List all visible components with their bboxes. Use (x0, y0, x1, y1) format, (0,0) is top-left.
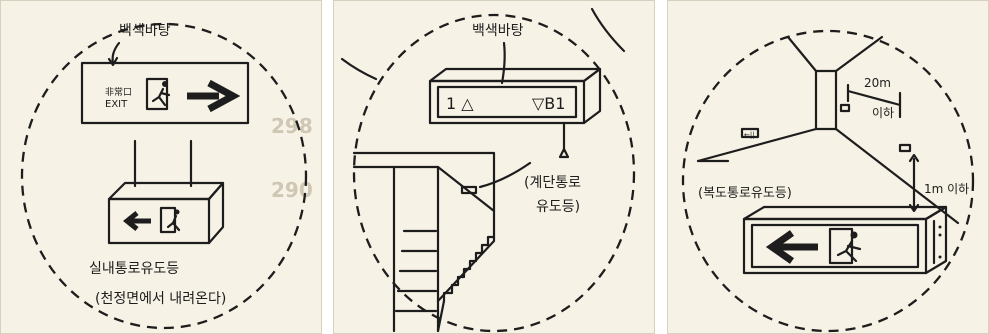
stairwell-drawing (352, 151, 496, 333)
hanging-sign-box (107, 181, 225, 245)
label-height: 1m 이하 (924, 182, 969, 196)
wall-sign-text: ←|| (744, 131, 755, 139)
sign-small-text: 非常口 (105, 86, 132, 98)
caption-line-2: (천정면에서 내려온다) (95, 291, 226, 307)
exit-sign-box (80, 61, 250, 125)
panel-corridor-passage-light: ←|| 20m 이하 1m 이하 (복도통로유도등) (667, 0, 989, 334)
panel-indoor-passage-light: 298 290 백색바탕 非常口 EXIT (0, 0, 322, 334)
leader-arrow (111, 41, 121, 65)
leader-line (478, 161, 532, 189)
corridor-light-box (742, 205, 948, 275)
dashed-circle (352, 13, 636, 333)
arrow-right-icon (187, 79, 241, 113)
sign-floor-down: ▽B1 (532, 94, 565, 113)
caption-line-2: 유도등) (536, 199, 580, 215)
leader-line (500, 41, 506, 85)
dashed-circle (20, 22, 308, 330)
corner-stroke (340, 57, 378, 81)
pendant-icon (558, 147, 570, 159)
panel-stair-passage-light: 백색바탕 1 △ ▽B1 (333, 0, 655, 334)
stair-sign-box (428, 67, 602, 125)
leader-arrow-head (107, 56, 119, 67)
dashed-circle (681, 29, 975, 333)
running-man-door-icon (145, 77, 171, 111)
label-white-background: 백색바탕 (119, 23, 171, 39)
corner-stroke (590, 7, 626, 53)
running-man-door-icon (828, 227, 862, 265)
sign-exit-text: EXIT (105, 99, 128, 110)
caption-line-1: (계단통로 (524, 175, 581, 191)
label-below: 이하 (872, 106, 894, 120)
running-man-door-icon (159, 206, 181, 234)
bg-number-1: 298 (271, 114, 313, 138)
sign-floor-up: 1 △ (446, 94, 474, 113)
arrow-left-icon (122, 211, 151, 231)
caption-line-1: 실내통로유도등 (89, 261, 179, 277)
label-white-background: 백색바탕 (472, 23, 524, 39)
arrow-left-icon (765, 230, 818, 264)
caption: (복도통로유도등) (698, 186, 792, 201)
label-distance: 20m (864, 76, 891, 90)
